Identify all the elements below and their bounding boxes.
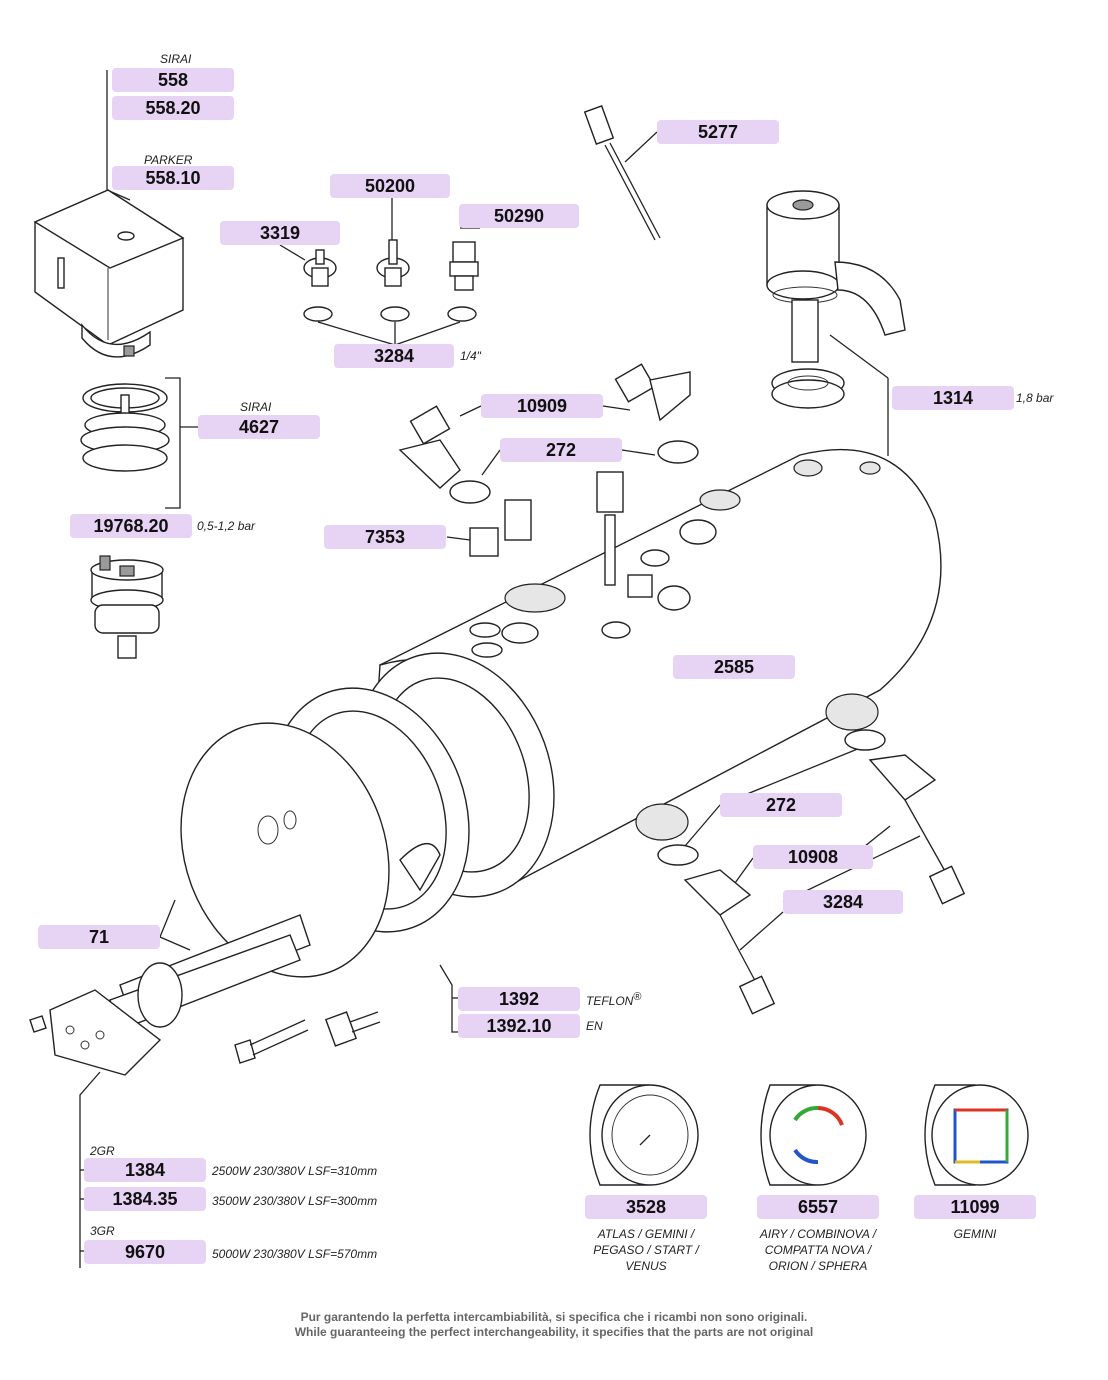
gauges: [589, 1084, 1029, 1186]
part-label-71[interactable]: 71: [38, 925, 160, 949]
note-1384-35-spec: 3500W 230/380V LSF=300mm: [212, 1194, 378, 1208]
part-label-4627[interactable]: 4627: [198, 415, 320, 439]
part-label-6557[interactable]: 6557: [757, 1195, 879, 1219]
part-label-1384[interactable]: 1384: [84, 1158, 206, 1182]
footer-disclaimer-en: While guaranteeing the perfect interchan…: [294, 1325, 814, 1339]
gauge-caption-line: ORION / SPHERA: [768, 1259, 868, 1273]
heating-element: [29, 843, 441, 1076]
part-label-7353[interactable]: 7353: [324, 525, 446, 549]
elbow-fittings: [398, 363, 966, 1015]
gauge-caption-line: AIRY / COMBINOVA /: [759, 1227, 877, 1241]
part-label-1314[interactable]: 1314: [892, 386, 1014, 410]
note-1-8-bar: 1,8 bar: [1016, 391, 1054, 405]
pressure-switch: [33, 189, 185, 358]
membrane-kit: [80, 383, 170, 472]
part-label-3319[interactable]: 3319: [220, 221, 340, 245]
part-label-272-a[interactable]: 272: [500, 438, 622, 462]
part-label-558-10[interactable]: 558.10: [112, 166, 234, 190]
part-label-10909[interactable]: 10909: [481, 394, 603, 418]
part-label-50290[interactable]: 50290: [459, 204, 579, 228]
part-label-1384-35[interactable]: 1384.35: [84, 1187, 206, 1211]
part-label-1392[interactable]: 1392: [458, 987, 580, 1011]
part-label-558[interactable]: 558: [112, 68, 234, 92]
gauge-caption-line: GEMINI: [953, 1227, 997, 1241]
note-quarter-inch: 1/4": [460, 349, 481, 363]
note-teflon-text: TEFLON: [586, 994, 634, 1008]
brand-parker: PARKER: [144, 153, 193, 167]
gauge-caption-6557: AIRY / COMBINOVA / COMPATTA NOVA / ORION…: [730, 1226, 906, 1274]
group-3gr: 3GR: [90, 1224, 115, 1238]
part-label-9670[interactable]: 9670: [84, 1240, 206, 1264]
note-en: EN: [586, 1019, 603, 1033]
part-label-3284-a[interactable]: 3284: [334, 344, 454, 368]
registered-mark: ®: [633, 991, 642, 1003]
part-label-5277[interactable]: 5277: [657, 120, 779, 144]
level-probe: [583, 105, 661, 241]
part-label-1392-10[interactable]: 1392.10: [458, 1014, 580, 1038]
part-label-3284-b[interactable]: 3284: [783, 890, 903, 914]
note-1384-spec: 2500W 230/380V LSF=310mm: [212, 1164, 378, 1178]
part-label-558-20[interactable]: 558.20: [112, 96, 234, 120]
part-label-2585[interactable]: 2585: [673, 655, 795, 679]
group-2gr: 2GR: [90, 1144, 115, 1158]
gauge-caption-11099: GEMINI: [914, 1226, 1036, 1242]
pressostat: [90, 555, 164, 659]
brand-sirai-top: SIRAI: [160, 52, 192, 66]
gauge-caption-3528: ATLAS / GEMINI / PEGASO / START / VENUS: [560, 1226, 732, 1274]
note-0-5-1-2-bar: 0,5-1,2 bar: [197, 519, 256, 533]
part-label-10908[interactable]: 10908: [753, 845, 873, 869]
gauge-caption-line: PEGASO / START /: [593, 1243, 699, 1257]
safety-valves: [303, 239, 479, 322]
part-label-3528[interactable]: 3528: [585, 1195, 707, 1219]
note-teflon: TEFLON®: [586, 991, 641, 1008]
part-label-19768-20[interactable]: 19768.20: [70, 514, 192, 538]
gauge-caption-line: COMPATTA NOVA /: [764, 1243, 872, 1257]
solenoid-valve: [766, 190, 906, 409]
note-9670-spec: 5000W 230/380V LSF=570mm: [212, 1247, 378, 1261]
part-label-272-b[interactable]: 272: [720, 793, 842, 817]
part-label-50200[interactable]: 50200: [330, 174, 450, 198]
part-label-11099[interactable]: 11099: [914, 1195, 1036, 1219]
footer-disclaimer-it: Pur garantendo la perfetta intercambiabi…: [300, 1310, 808, 1324]
brand-sirai-mid: SIRAI: [240, 400, 272, 414]
gauge-caption-line: ATLAS / GEMINI /: [597, 1227, 695, 1241]
gauge-caption-line: VENUS: [625, 1259, 667, 1273]
